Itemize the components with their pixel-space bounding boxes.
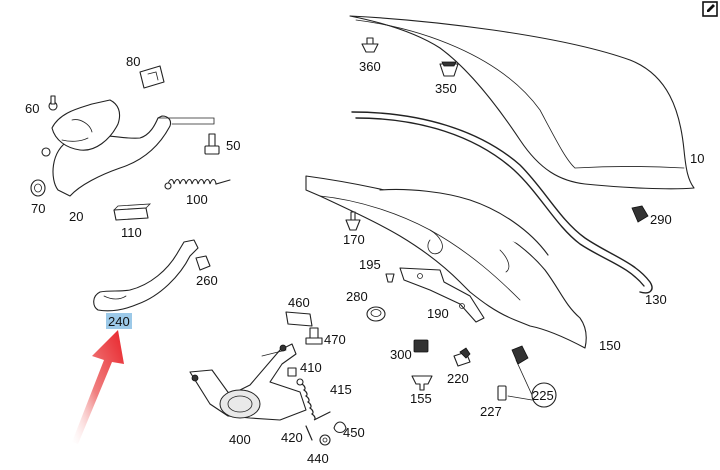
- callout-190: 190: [427, 306, 449, 321]
- callout-280: 280: [346, 289, 368, 304]
- edit-icon[interactable]: [702, 1, 718, 17]
- clip-part-155: [411, 375, 433, 391]
- assembly-part-225: [507, 345, 557, 408]
- spring-part-100: [164, 178, 231, 190]
- buffer-part-110: [113, 203, 152, 221]
- lever-bracket-part-190: [399, 267, 485, 323]
- callout-110: 110: [121, 225, 142, 240]
- callout-220: 220: [447, 371, 469, 386]
- callout-80: 80: [126, 54, 140, 69]
- fastener-part-227: [497, 385, 507, 401]
- callout-60: 60: [25, 101, 39, 116]
- callout-50: 50: [226, 138, 240, 153]
- callout-400: 400: [229, 432, 251, 447]
- callout-410: 410: [300, 360, 322, 375]
- inner-panel-part-150: [305, 175, 587, 349]
- clip-part-80: [139, 65, 165, 89]
- callout-470: 470: [324, 332, 346, 347]
- callout-70: 70: [31, 201, 45, 216]
- clip-part-195: [385, 273, 395, 283]
- washer-part-440: [319, 434, 331, 446]
- callout-415: 415: [330, 382, 352, 397]
- callout-labels: 10 20 50 60 70 80 100 110 130 150 155 17…: [25, 54, 704, 466]
- hinge-strap-part-240: [93, 239, 199, 312]
- clip-part-170: [345, 211, 361, 231]
- callout-460: 460: [288, 295, 310, 310]
- callout-150: 150: [599, 338, 621, 353]
- callout-170: 170: [343, 232, 365, 247]
- callout-350: 350: [435, 81, 457, 96]
- callout-440: 440: [307, 451, 329, 466]
- connector-part-300: [413, 339, 429, 353]
- clip-part-350: [439, 61, 459, 77]
- bushing-part-70: [30, 179, 46, 197]
- callout-225: 225: [532, 388, 554, 403]
- callout-290: 290: [650, 212, 672, 227]
- clip-part-260: [195, 255, 211, 271]
- highlight-arrow: [72, 330, 124, 444]
- callout-260: 260: [196, 273, 218, 288]
- plate-part-460: [285, 311, 313, 327]
- spring-rod-part-415: [296, 378, 331, 421]
- clip-part-450: [333, 421, 347, 434]
- bolt-part-60: [48, 95, 58, 111]
- callout-130: 130: [645, 292, 667, 307]
- callout-195: 195: [359, 257, 381, 272]
- bolt-part-470: [305, 327, 323, 345]
- callout-360: 360: [359, 59, 381, 74]
- lock-assembly-part-400: [189, 343, 307, 421]
- fastener-part-290: [631, 205, 649, 223]
- callout-450: 450: [343, 425, 365, 440]
- nut-part-360: [361, 37, 379, 53]
- callout-227: 227: [480, 404, 502, 419]
- callout-20: 20: [69, 209, 83, 224]
- callout-100: 100: [186, 192, 208, 207]
- seal-part-130: [351, 111, 653, 294]
- fastener-part-410: [287, 367, 297, 377]
- switch-part-220: [453, 347, 471, 367]
- callout-155: 155: [410, 391, 432, 406]
- hinge-housing: [41, 99, 121, 157]
- callout-420: 420: [281, 430, 303, 445]
- trunk-lid-part-10: [349, 15, 695, 190]
- highlight-box-240: [106, 313, 132, 329]
- callout-10: 10: [690, 151, 704, 166]
- grommet-part-280: [366, 306, 386, 322]
- callout-240: 240: [108, 314, 130, 329]
- bolt-part-50: [204, 133, 220, 155]
- pin-part-420: [305, 425, 313, 441]
- callout-300: 300: [390, 347, 412, 362]
